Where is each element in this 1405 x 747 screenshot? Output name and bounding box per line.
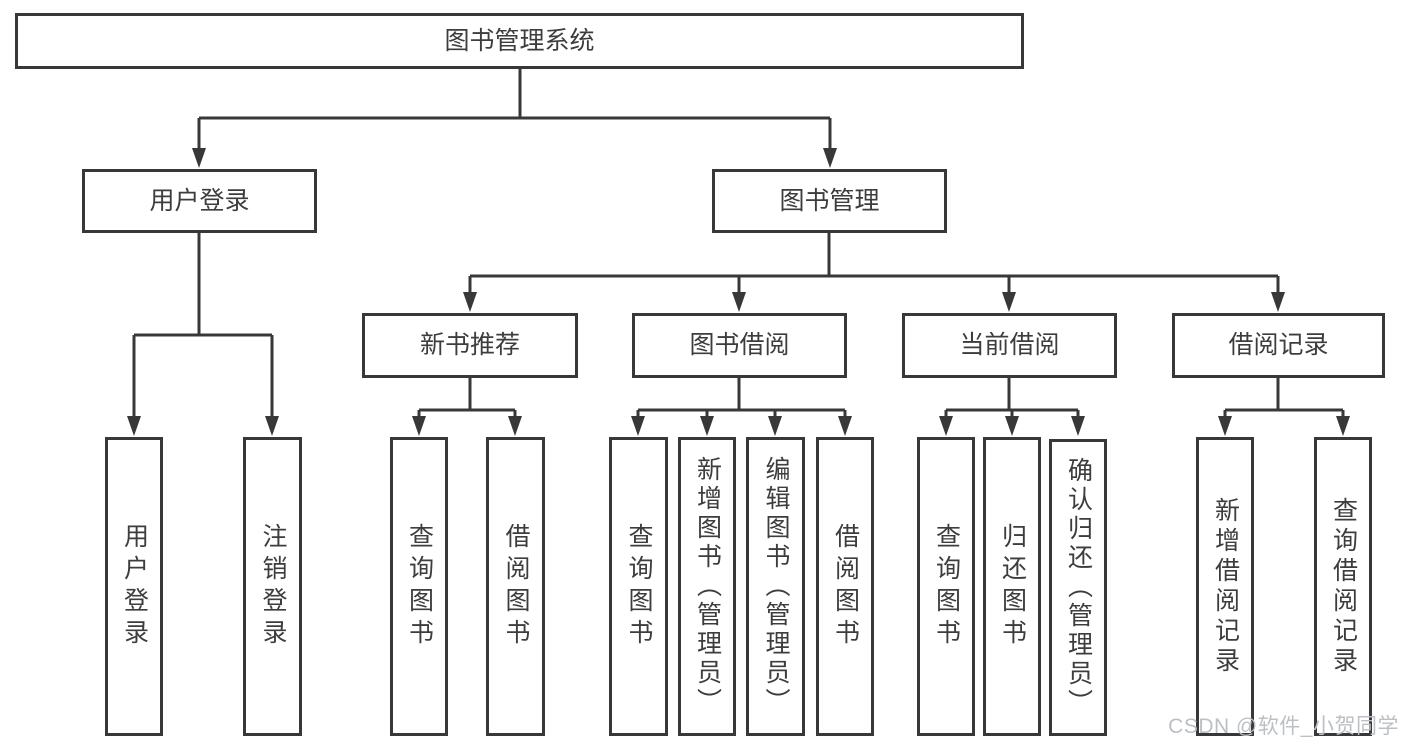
node-borrow-books: 借阅图书 <box>816 437 874 736</box>
node-label: 借阅图书 <box>831 522 860 651</box>
node-label: 新增图书（管理员） <box>693 456 722 717</box>
watermark: CSDN @软件_小贺同学 <box>1168 715 1399 738</box>
node-borrow-books-recommend: 借阅图书 <box>486 437 545 736</box>
node-label: 图书管理系统 <box>444 26 595 55</box>
node-label: 用户登录 <box>120 522 149 651</box>
node-borrowing-records: 借阅记录 <box>1172 313 1385 378</box>
node-user-login: 用户登录 <box>105 437 163 736</box>
node-label: 注销登录 <box>259 522 287 651</box>
node-label: 查询图书 <box>932 522 961 651</box>
node-current-borrowing: 当前借阅 <box>902 313 1117 378</box>
node-label: 图书管理 <box>779 186 880 215</box>
node-new-book-recommendation: 新书推荐 <box>362 313 578 378</box>
node-label: 用户登录 <box>149 186 250 215</box>
node-label: 图书借阅 <box>689 331 790 359</box>
node-query-books-borrow: 查询图书 <box>609 437 668 736</box>
node-label: 查询图书 <box>405 522 434 651</box>
node-logout: 注销登录 <box>243 437 302 736</box>
node-book-management: 图书管理 <box>712 169 947 233</box>
node-query-books-current: 查询图书 <box>917 437 975 736</box>
node-label: 当前借阅 <box>959 331 1060 359</box>
node-label: 编辑图书（管理员） <box>762 456 790 717</box>
node-user-login-group: 用户登录 <box>82 169 317 233</box>
node-label: 查询借阅记录 <box>1329 496 1358 677</box>
node-label: 借阅图书 <box>502 522 530 651</box>
node-label: 确认归还（管理员） <box>1064 457 1093 718</box>
node-book-borrowing: 图书借阅 <box>632 313 847 378</box>
node-query-books-recommend: 查询图书 <box>390 437 448 736</box>
node-label: 查询图书 <box>625 522 653 651</box>
node-label: 归还图书 <box>998 522 1027 651</box>
node-confirm-return-admin: 确认归还（管理员） <box>1049 439 1107 736</box>
arrowheads <box>127 148 1350 436</box>
node-edit-books-admin: 编辑图书（管理员） <box>746 437 805 736</box>
connector-path <box>132 69 1345 420</box>
node-label: 新增借阅记录 <box>1211 496 1240 677</box>
node-return-books: 归还图书 <box>983 437 1041 736</box>
node-library-management-system: 图书管理系统 <box>15 13 1024 69</box>
node-label: 借阅记录 <box>1228 331 1329 359</box>
node-add-books-admin: 新增图书（管理员） <box>678 437 736 736</box>
node-add-borrow-record: 新增借阅记录 <box>1196 437 1254 736</box>
node-query-borrow-record: 查询借阅记录 <box>1314 437 1372 736</box>
node-label: 新书推荐 <box>419 331 520 359</box>
